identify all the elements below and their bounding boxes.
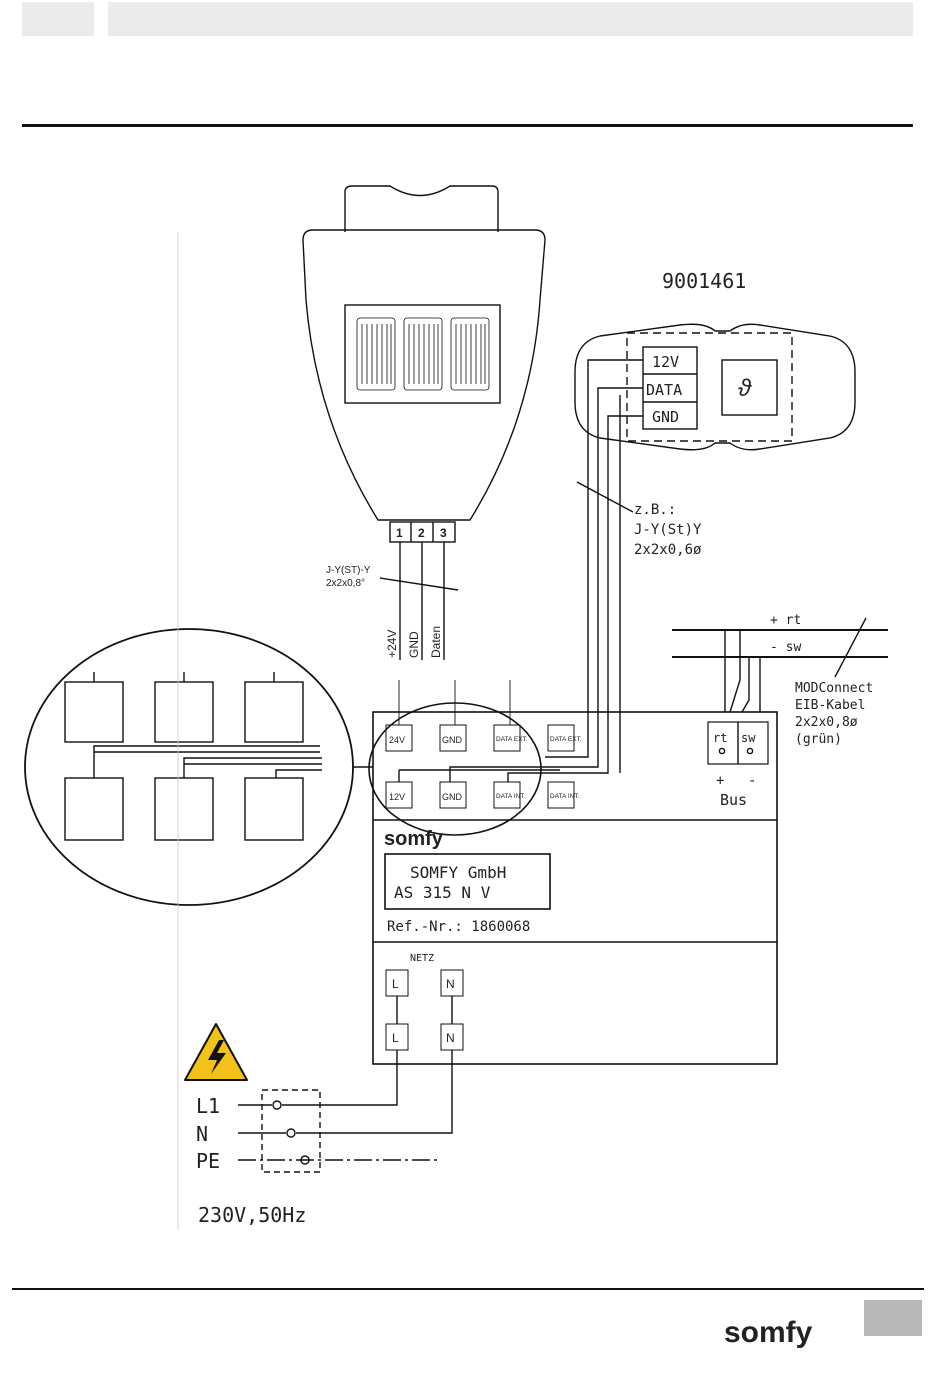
- terminal-24v: 24V: [389, 735, 405, 745]
- controller-label-line2: AS 315 N V: [394, 883, 491, 902]
- svg-text:somfy: somfy: [724, 1316, 813, 1349]
- sensor-pin-1: 1: [396, 526, 403, 540]
- terminal-gnd-top: GND: [442, 735, 463, 745]
- module-terminal-12v: 12V: [652, 353, 679, 371]
- netz-terminal-n-top: N: [446, 977, 455, 991]
- bus-label: Bus: [720, 791, 747, 809]
- sensor-pin-3: 3: [440, 526, 447, 540]
- terminal-data-ext-2: DATA EXT.: [550, 736, 582, 743]
- warning-sign-icon: [185, 1024, 247, 1080]
- bus-minus-label: - sw: [770, 640, 801, 655]
- somfy-logo: somfy: [722, 1312, 852, 1352]
- controller-brand-logo: somfy: [384, 828, 444, 850]
- wire-label-daten: Daten: [429, 626, 443, 658]
- module-terminal-gnd: GND: [652, 408, 679, 426]
- module-part-number: 9001461: [662, 269, 746, 293]
- page-number-box: [864, 1300, 922, 1336]
- bus-plus-label: + rt: [770, 613, 801, 628]
- mains-line-pe: PE: [196, 1149, 220, 1173]
- bus-cable-line-1: MODConnect: [795, 681, 873, 696]
- mains-line-n: N: [196, 1122, 208, 1146]
- netz-terminal-l-bottom: L: [392, 1031, 399, 1045]
- module-cable: [450, 360, 643, 782]
- module-terminal-data: DATA: [646, 381, 682, 399]
- controller-ref-number: Ref.-Nr.: 1860068: [387, 919, 530, 935]
- terminal-gnd-bottom: GND: [442, 792, 463, 802]
- bus-polarity-minus: -: [748, 773, 756, 789]
- netz-label: NETZ: [410, 953, 434, 964]
- footer-rule: [12, 1288, 924, 1290]
- sensor-cable-spec: 2x2x0,8°: [326, 578, 365, 589]
- sensor-module: [575, 324, 855, 450]
- module-cable-type: J-Y(St)Y: [634, 522, 702, 538]
- terminal-data-int-1: DATA INT.: [496, 793, 526, 800]
- sensor-cable-type: J-Y(ST)-Y: [326, 565, 371, 576]
- netz-terminal-n-bottom: N: [446, 1031, 455, 1045]
- terminal-data-ext-1: DATA EXT.: [496, 736, 528, 743]
- mains-line-l1: L1: [196, 1094, 220, 1118]
- sensor-grating: [357, 318, 489, 390]
- bus-terminal-rt: rt: [713, 731, 727, 745]
- bus-terminal-sw: sw: [741, 731, 756, 745]
- mains-wiring: [238, 996, 452, 1172]
- bus-cable-line-2: EIB-Kabel: [795, 698, 865, 713]
- bus-polarity-plus: +: [716, 773, 724, 789]
- mains-spec: 230V,50Hz: [198, 1203, 306, 1227]
- bus-cable-line-3: 2x2x0,8ø: [795, 715, 858, 730]
- terminal-12v: 12V: [389, 792, 405, 802]
- bus-cable-line-4: (grün): [795, 732, 842, 747]
- wire-label-gnd: GND: [407, 631, 421, 658]
- wire-label-24v: +24V: [385, 630, 399, 658]
- module-cable-prefix: z.B.:: [634, 502, 676, 518]
- sensor-pin-2: 2: [418, 526, 425, 540]
- terminal-data-int-2: DATA INT.: [550, 793, 580, 800]
- module-cable-spec: 2x2x0,6ø: [634, 542, 702, 558]
- sensor-pin-labels: 1 2 3: [396, 526, 447, 540]
- netz-terminal-l-top: L: [392, 977, 399, 991]
- controller-label-line1: SOMFY GmbH: [410, 863, 506, 882]
- temperature-symbol-icon: ϑ: [738, 375, 752, 402]
- zoom-detail-circle: [25, 629, 373, 905]
